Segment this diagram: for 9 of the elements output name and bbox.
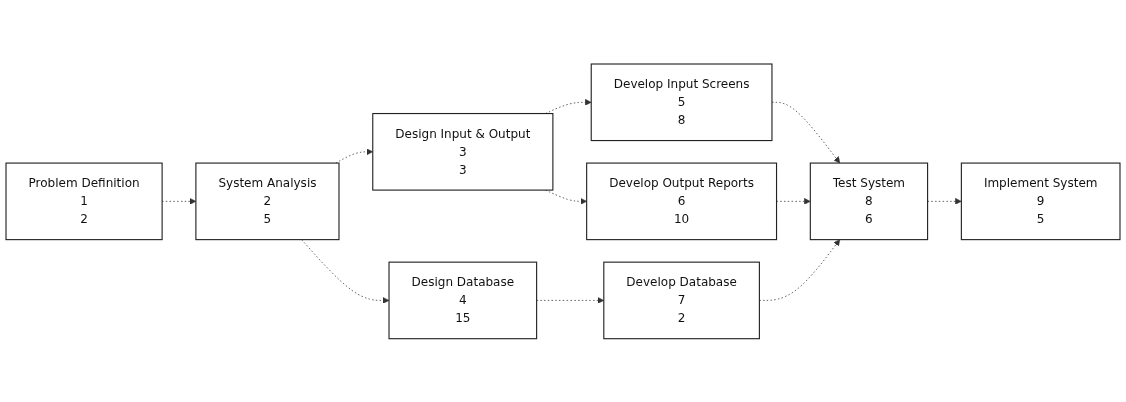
- node-box: Problem Definition 1 2: [5, 162, 163, 240]
- node-box: Design Input & Output 3 3: [372, 112, 554, 191]
- node-box: Develop Input Screens 5 8: [590, 63, 773, 141]
- node-box: Implement System 9 5: [960, 162, 1121, 240]
- node-box: System Analysis 2 5: [195, 162, 340, 240]
- node-box: Develop Output Reports 6 10: [586, 162, 778, 240]
- node-box: Design Database 4 15: [388, 261, 538, 339]
- node-box: Test System 8 6: [809, 162, 929, 240]
- node-box: Develop Database 7 2: [603, 261, 760, 339]
